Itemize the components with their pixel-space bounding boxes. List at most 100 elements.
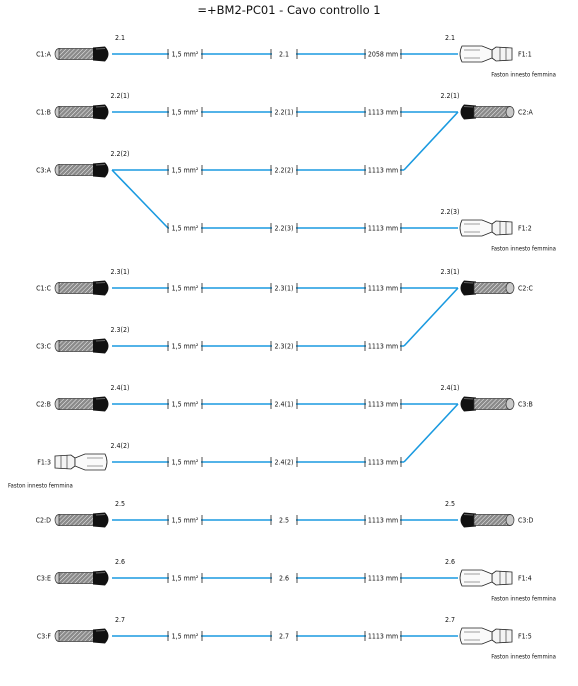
wire-label-right: 2.6: [445, 558, 455, 566]
right-connector-name: C2:C: [518, 285, 534, 293]
wire-section-backdrop: [169, 457, 201, 467]
ferrule-connector-icon: [54, 338, 109, 354]
wire-length: 1113 mm: [368, 109, 398, 117]
right-connector-name: C3:D: [518, 517, 534, 525]
faston-caption: Faston innesto femmina: [491, 72, 556, 79]
wire-mark: 2.2(1): [275, 109, 294, 117]
faston-caption: Faston innesto femmina: [491, 246, 556, 253]
right-connector-name: C2:A: [518, 109, 534, 117]
right-connector-name: C3:B: [518, 401, 533, 409]
wire-label: 2.3(1): [111, 268, 130, 276]
left-connector-name: C2:B: [36, 401, 51, 409]
wire-section: 1,5 mm²: [172, 51, 199, 59]
wire-label: 2.5: [115, 500, 125, 508]
wire-label: 2.6: [115, 558, 125, 566]
wire-length: 1113 mm: [368, 517, 398, 525]
faston-caption: Faston innesto femmina: [491, 654, 556, 661]
ferrule-connector-icon: [460, 104, 515, 120]
faston-connector-icon: [459, 45, 513, 63]
left-connector-name: C3:A: [36, 167, 52, 175]
wire-mark-backdrop: [272, 631, 296, 641]
wire-mark: 2.3(1): [275, 285, 294, 293]
wire-length: 1113 mm: [368, 167, 398, 175]
wire-segment: [403, 111, 459, 171]
right-connector-name: F1:5: [518, 633, 532, 641]
right-connector-name: F1:2: [518, 225, 532, 233]
left-connector-name: C1:A: [36, 51, 52, 59]
faston-connector-icon: [459, 627, 513, 645]
ferrule-connector-icon: [54, 396, 109, 412]
wire-mark-backdrop: [272, 107, 296, 117]
wire-length-backdrop: [366, 283, 400, 293]
wire-mark-backdrop: [272, 399, 296, 409]
wire-section-backdrop: [169, 341, 201, 351]
wire-section: 1,5 mm²: [172, 517, 199, 525]
wire-section: 1,5 mm²: [172, 401, 199, 409]
left-connector-name: C1:C: [36, 285, 52, 293]
wire-mark: 2.5: [279, 517, 289, 525]
faston-caption: Faston innesto femmina: [491, 596, 556, 603]
ferrule-connector-icon: [54, 280, 109, 296]
wire-label-right: 2.3(1): [441, 268, 460, 276]
wire-label: 2.3(2): [111, 326, 130, 334]
wire-length-backdrop: [366, 515, 400, 525]
diagram-title: =+BM2-PC01 - Cavo controllo 1: [197, 3, 381, 17]
wire-label-right: 2.5: [445, 500, 455, 508]
wire-length: 1113 mm: [368, 343, 398, 351]
wire-section: 1,5 mm²: [172, 285, 199, 293]
wire-length-backdrop: [366, 107, 400, 117]
wire-label: 2.2(1): [111, 92, 130, 100]
wire-section: 1,5 mm²: [172, 343, 199, 351]
wire-length: 1113 mm: [368, 633, 398, 641]
wire-section: 1,5 mm²: [172, 459, 199, 467]
wire-label: 2.4(2): [111, 442, 130, 450]
ferrule-connector-icon: [54, 46, 109, 62]
wire-length-backdrop: [366, 399, 400, 409]
wire-mark: 2.3(2): [275, 343, 294, 351]
ferrule-connector-icon: [460, 512, 515, 528]
faston-connector-icon: [459, 569, 513, 587]
wire-section-backdrop: [169, 283, 201, 293]
wire-mark-backdrop: [272, 223, 296, 233]
wire-section-backdrop: [169, 573, 201, 583]
wire-segment: [111, 169, 169, 229]
wire-label-right: 2.2(1): [441, 92, 460, 100]
ferrule-connector-icon: [54, 570, 109, 586]
wire-mark-backdrop: [272, 341, 296, 351]
wire-label: 2.4(1): [111, 384, 130, 392]
wire-label-right: 2.7: [445, 616, 455, 624]
wire-section-backdrop: [169, 165, 201, 175]
faston-connector-icon: [459, 219, 513, 237]
wire-length: 1113 mm: [368, 401, 398, 409]
wire-length-backdrop: [366, 165, 400, 175]
wire-section: 1,5 mm²: [172, 225, 199, 233]
wire-segment: [403, 287, 459, 347]
wire-length-backdrop: [366, 49, 400, 59]
left-connector-name: C3:C: [36, 343, 52, 351]
left-connector-name: C2:D: [36, 517, 52, 525]
wire-mark-backdrop: [272, 515, 296, 525]
right-connector-name: F1:1: [518, 51, 532, 59]
wire-length: 1113 mm: [368, 459, 398, 467]
wire-section-backdrop: [169, 49, 201, 59]
wire-length-backdrop: [366, 631, 400, 641]
wire-length-backdrop: [366, 457, 400, 467]
wire-section-backdrop: [169, 631, 201, 641]
left-connector-name: C3:E: [36, 575, 51, 583]
wire-label: 2.7: [115, 616, 125, 624]
ferrule-connector-icon: [54, 104, 109, 120]
wire-label-right: 2.2(3): [441, 208, 460, 216]
wire-section-backdrop: [169, 223, 201, 233]
wire-mark: 2.2(2): [275, 167, 294, 175]
wire-mark-backdrop: [272, 573, 296, 583]
wire-length: 1113 mm: [368, 575, 398, 583]
wire-length-backdrop: [366, 341, 400, 351]
wire-length-backdrop: [366, 223, 400, 233]
ferrule-connector-icon: [54, 162, 109, 178]
wire-mark-backdrop: [272, 49, 296, 59]
ferrule-connector-icon: [460, 396, 515, 412]
wire-label-right: 2.1: [445, 34, 455, 42]
wire-length: 2058 mm: [368, 51, 398, 59]
